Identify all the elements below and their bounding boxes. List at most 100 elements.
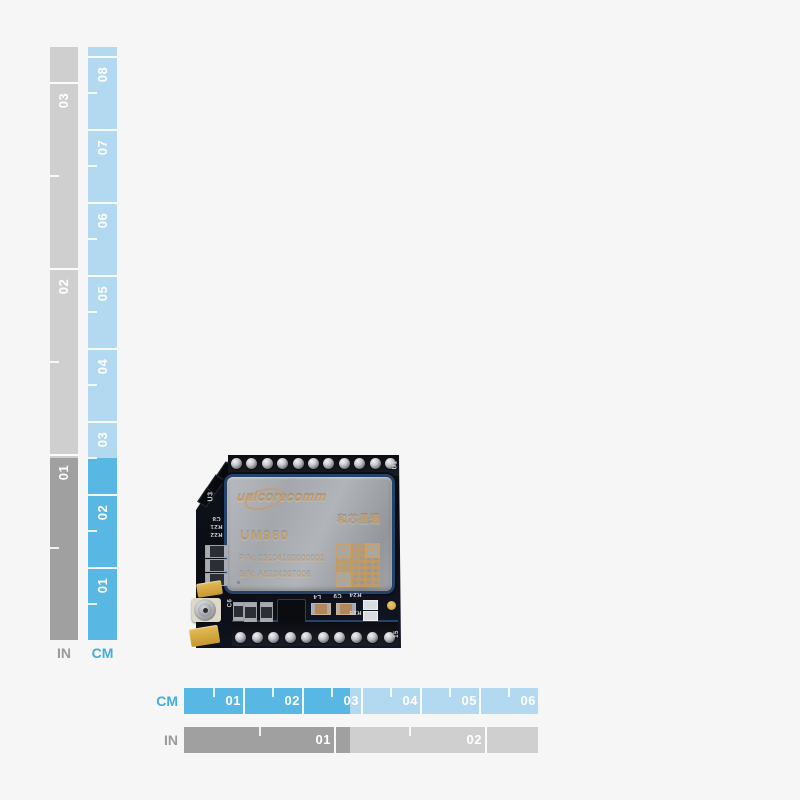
ruler-number: 05 <box>88 277 117 309</box>
serial-number: S/N: A6224207006 <box>239 570 311 579</box>
tick <box>243 688 245 714</box>
smd-component <box>363 600 378 610</box>
half-tick <box>50 547 59 549</box>
rf-shield: unicorecomm 和芯星通 UM980 P/N: 231041500000… <box>227 477 392 591</box>
left-ruler-in-track: 03 02 01 <box>50 47 78 640</box>
half-tick <box>88 92 97 94</box>
pin <box>246 457 258 469</box>
bottom-ruler-in-unit: IN <box>164 732 178 748</box>
ruler-number: 03 <box>88 423 117 455</box>
cm-label-4: 04 <box>95 358 110 374</box>
ruler-number: 02 <box>88 496 117 528</box>
pin <box>369 457 381 469</box>
pin <box>367 631 379 643</box>
half-tick <box>88 530 97 532</box>
ruler-number: 01 <box>88 569 117 601</box>
qr-finder <box>336 543 351 558</box>
half-tick <box>449 688 451 697</box>
shield-dimple <box>237 581 240 584</box>
pin <box>231 457 242 469</box>
smd-component <box>205 545 229 558</box>
cm-label-1: 01 <box>95 577 110 593</box>
ruler-number: 03 <box>50 84 78 116</box>
smd-capacitor <box>336 603 356 615</box>
tick <box>50 82 78 84</box>
pin <box>268 631 280 643</box>
smd-component <box>244 602 257 623</box>
ruler-number: 04 <box>402 693 418 708</box>
tick <box>485 727 487 753</box>
pin <box>292 457 304 469</box>
pin <box>261 457 273 469</box>
in-label-2: 02 <box>56 278 72 294</box>
soldermask-edge <box>232 620 398 622</box>
half-tick <box>88 165 97 167</box>
pin <box>251 631 263 643</box>
silkscreen-l4: L4 <box>313 593 322 599</box>
cm-label-6: 06 <box>95 212 110 228</box>
left-ruler-cm-track: 08 07 06 05 04 03 02 01 <box>88 47 117 640</box>
bottom-ruler-cm-track: 01 02 03 04 05 06 <box>184 688 538 714</box>
silkscreen-r22: R22 <box>210 531 223 537</box>
silkscreen-r21: R21 <box>210 523 223 529</box>
cm-label-2: 02 <box>95 504 110 520</box>
tick <box>88 421 117 423</box>
smd-component <box>233 602 244 621</box>
half-tick <box>409 727 411 736</box>
smd-capacitor <box>311 603 331 615</box>
tick <box>50 454 78 456</box>
left-ruler-cm-unit: CM <box>91 645 114 661</box>
bottom-ruler-cm-unit: CM <box>156 693 178 709</box>
ufl-barrel <box>194 599 216 621</box>
half-tick <box>508 688 510 697</box>
um980-module-photo: U1 unicorecomm 和芯星通 UM980 P/N: 231041500… <box>188 453 401 649</box>
left-ruler-in-unit: IN <box>57 645 71 661</box>
ruler-number: 02 <box>50 270 78 302</box>
silkscreen-c8: C8 <box>212 515 221 521</box>
model-number: UM980 <box>240 528 290 543</box>
cm-label-5: 05 <box>95 285 110 301</box>
pin <box>235 631 246 643</box>
half-tick <box>88 457 97 459</box>
smd-component <box>363 611 378 621</box>
pin <box>307 457 319 469</box>
ruler-number: 01 <box>315 732 331 747</box>
gold-via-pad <box>387 601 396 610</box>
ruler-number: 01 <box>50 456 78 488</box>
silkscreen-c9: C9 <box>333 592 342 598</box>
qr-finder <box>365 543 380 558</box>
pin <box>301 631 313 643</box>
ruler-number: 08 <box>88 58 117 90</box>
ruler-number: 05 <box>461 693 477 708</box>
brand-logo-chinese: 和芯星通 <box>337 515 381 526</box>
half-tick <box>259 727 261 736</box>
pin <box>284 631 296 643</box>
cm-dark-extent <box>88 458 117 640</box>
ufl-connector <box>192 598 221 622</box>
tick <box>50 268 78 270</box>
pin <box>384 457 396 469</box>
ruler-number: 04 <box>88 350 117 382</box>
half-tick <box>213 688 215 697</box>
pin <box>317 631 329 643</box>
pin <box>323 457 335 469</box>
tick <box>88 567 117 569</box>
cm-label-7: 07 <box>95 139 110 155</box>
silkscreen-u3: U3 <box>207 491 215 501</box>
cm-dark-extent <box>184 688 350 714</box>
cm-label-3: 03 <box>95 431 110 447</box>
qr-code <box>336 543 380 587</box>
ruler-number: 03 <box>343 693 359 708</box>
pin <box>338 457 350 469</box>
bottom-pin-row <box>235 630 395 644</box>
smd-component <box>205 559 229 572</box>
tick <box>88 129 117 131</box>
silkscreen-r24: R24 <box>349 591 362 597</box>
qr-finder <box>336 572 351 587</box>
half-tick <box>88 311 97 313</box>
pin <box>350 631 362 643</box>
in-label-3: 03 <box>56 92 72 108</box>
in-dark-extent <box>184 727 350 753</box>
cm-label-8: 08 <box>95 66 110 82</box>
silkscreen-u1: U1 <box>392 460 399 469</box>
